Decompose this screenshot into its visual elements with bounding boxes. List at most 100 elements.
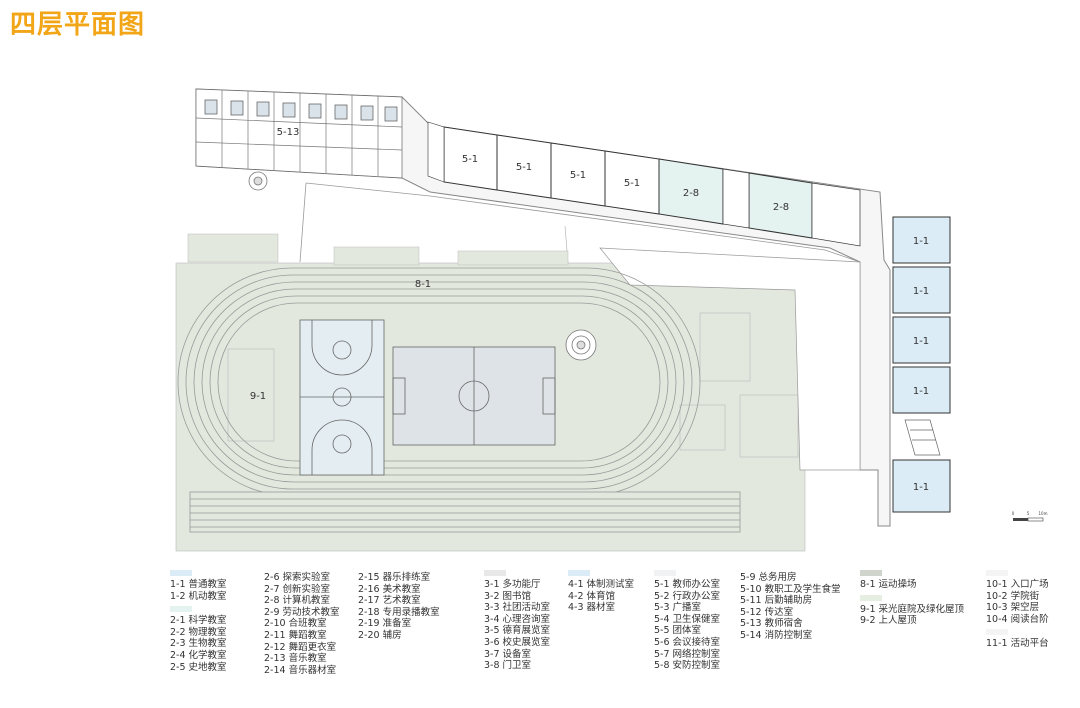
legend-item: 1-1 普通教室 xyxy=(170,579,227,590)
legend-swatch xyxy=(986,629,1008,636)
legend-item: 11-1 活动平台 xyxy=(986,638,1049,650)
sprint-lanes xyxy=(189,491,741,533)
legend-item: 2-17 艺术教室 xyxy=(358,595,421,607)
legend-item: 2-7 创新实验室 xyxy=(264,583,331,595)
legend-item: 5-9 总务用房 xyxy=(740,572,797,583)
legend-swatch xyxy=(568,570,590,576)
legend-item: 1-2 机动教室 xyxy=(170,590,227,602)
scale-mark: 5 xyxy=(1027,511,1030,516)
basketball-court xyxy=(299,319,385,476)
legend-item: 5-1 教师办公室 xyxy=(654,579,721,590)
legend-swatch xyxy=(654,570,676,576)
green-roof xyxy=(739,394,799,458)
legend-item: 2-2 物理教室 xyxy=(170,626,227,638)
legend-item: 10-2 学院街 xyxy=(986,590,1040,602)
legend-swatch xyxy=(170,570,192,576)
legend-item: 2-4 化学教室 xyxy=(170,649,227,661)
legend-item: 2-1 科学教室 xyxy=(170,615,227,627)
legend-item: 2-12 舞蹈更衣室 xyxy=(264,641,337,653)
legend-item: 5-10 教职工及学生食堂 xyxy=(740,583,841,595)
label-room-1-1: 1-1 xyxy=(913,386,929,397)
legend-item: 2-6 探索实验室 xyxy=(264,572,331,583)
legend-item: 5-6 会议接待室 xyxy=(654,636,721,648)
legend-item: 2-16 美术教室 xyxy=(358,583,421,595)
legend-item: 5-12 传达室 xyxy=(740,606,794,618)
label-room-1-1: 1-1 xyxy=(913,286,929,297)
legend-item: 2-14 音乐器材室 xyxy=(264,664,337,676)
legend-plaza: 10-1 入口广场 10-2 学院街 10-3 架空层 10-4 阅读台阶 11… xyxy=(986,570,1049,650)
legend-item: 3-3 社团活动室 xyxy=(484,602,551,614)
legend-item: 5-13 教师宿舍 xyxy=(740,618,803,630)
green-roof-9-1 xyxy=(227,348,275,442)
legend-item: 3-2 图书馆 xyxy=(484,590,532,602)
scale-mark: 10m xyxy=(1039,511,1048,516)
label-room-1-1: 1-1 xyxy=(913,236,929,247)
legend-logistics-rooms: 5-9 总务用房 5-10 教职工及学生食堂 5-11 后勤辅助房 5-12 传… xyxy=(740,572,841,642)
legend-item: 3-6 校史展览室 xyxy=(484,636,551,648)
legend-art-rooms: 2-15 器乐排练室 2-16 美术教室 2-17 艺术教室 2-18 专用录播… xyxy=(358,572,440,642)
label-room-5-13: 5-13 xyxy=(277,127,300,138)
legend-item: 2-9 劳动技术教室 xyxy=(264,606,340,618)
dorm-block xyxy=(195,88,403,179)
legend-office-rooms: 5-1 教师办公室 5-2 行政办公室 5-3 广播室 5-4 卫生保健室 5-… xyxy=(654,570,720,672)
spiral-stair xyxy=(248,171,597,361)
label-room-1-1: 1-1 xyxy=(913,336,929,347)
legend-item: 9-2 上人屋顶 xyxy=(860,615,917,627)
courtyard-edge xyxy=(305,182,861,263)
room-1-1 xyxy=(892,216,951,264)
legend-swatch xyxy=(484,570,506,576)
legend-item: 3-8 门卫室 xyxy=(484,660,532,672)
legend-item: 5-3 广播室 xyxy=(654,602,702,614)
football-pitch xyxy=(392,346,556,446)
label-room-5-1: 5-1 xyxy=(462,154,478,165)
label-room-5-1: 5-1 xyxy=(570,170,586,181)
north-rooms xyxy=(427,121,861,247)
east-rooms xyxy=(892,216,951,513)
legend-item: 5-2 行政办公室 xyxy=(654,590,721,602)
label-green-roof: 9-1 xyxy=(250,391,266,402)
label-room-2-8: 2-8 xyxy=(683,188,699,199)
legend-classrooms: 1-1 普通教室 1-2 机动教室 2-1 科学教室 2-2 物理教室 2-3 … xyxy=(170,570,227,673)
legend-item: 3-4 心理咨询室 xyxy=(484,613,551,625)
label-room-5-1: 5-1 xyxy=(516,162,532,173)
legend-item: 5-8 安防控制室 xyxy=(654,660,721,672)
legend-item: 5-4 卫生保健室 xyxy=(654,613,721,625)
legend-item: 2-20 辅房 xyxy=(358,629,402,641)
legend-swatch xyxy=(860,570,882,576)
legend-sport-rooms: 4-1 体制测试室 4-2 体育馆 4-3 器材室 xyxy=(568,570,634,614)
scale-mark: 0 xyxy=(1012,511,1015,516)
legend-item: 5-5 团体室 xyxy=(654,625,702,637)
legend-item: 2-13 音乐教室 xyxy=(264,653,327,665)
room-1-1 xyxy=(892,316,951,364)
green-roof xyxy=(187,233,279,263)
room-1-1 xyxy=(892,366,951,414)
legend-item: 2-3 生物教室 xyxy=(170,638,227,650)
label-room-2-8: 2-8 xyxy=(773,202,789,213)
legend-public-rooms: 3-1 多功能厅 3-2 图书馆 3-3 社团活动室 3-4 心理咨询室 3-5… xyxy=(484,570,550,672)
legend-swatch xyxy=(170,606,192,613)
legend-item: 2-19 准备室 xyxy=(358,618,412,630)
legend-item: 5-7 网络控制室 xyxy=(654,648,721,660)
legend-item: 10-3 架空层 xyxy=(986,602,1040,614)
legend-item: 2-8 计算机教室 xyxy=(264,595,331,607)
legend-item: 5-14 消防控制室 xyxy=(740,629,813,641)
running-track xyxy=(177,267,701,497)
east-stair xyxy=(904,419,941,456)
legend-item: 4-1 体制测试室 xyxy=(568,579,635,590)
legend-item: 5-11 后勤辅助房 xyxy=(740,595,813,607)
legend-outdoor: 8-1 运动操场 9-1 采光庭院及绿化屋顶 9-2 上人屋顶 xyxy=(860,570,964,627)
legend-item: 3-7 设备室 xyxy=(484,648,532,660)
legend-item: 2-10 合班教室 xyxy=(264,618,327,630)
legend-item: 10-4 阅读台阶 xyxy=(986,613,1049,625)
legend-swatch xyxy=(860,594,882,601)
label-sports-field: 8-1 xyxy=(415,279,431,290)
legend-item: 8-1 运动操场 xyxy=(860,579,917,590)
legend-item: 3-1 多功能厅 xyxy=(484,579,541,590)
page-title: 四层平面图 xyxy=(10,10,146,40)
legend-item: 2-18 专用录播教室 xyxy=(358,606,440,618)
legend-item: 10-1 入口广场 xyxy=(986,579,1049,590)
legend-item: 9-1 采光庭院及绿化屋顶 xyxy=(860,603,965,615)
legend-item: 2-5 史地教室 xyxy=(170,661,227,673)
